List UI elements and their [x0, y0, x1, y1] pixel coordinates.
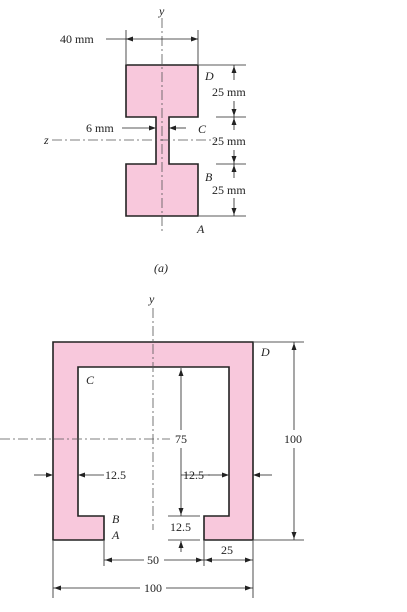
arrow-a-3 — [231, 118, 237, 125]
web-a-arrow-left — [149, 125, 156, 131]
point-a-A: A — [196, 222, 205, 236]
point-b-B: B — [112, 512, 120, 526]
arrow-a-5 — [231, 165, 237, 172]
arrow-12-5-left-a — [46, 472, 53, 478]
z-axis-a-label: z — [43, 133, 49, 147]
arrow-100h-up — [291, 343, 297, 350]
figure-a: y z 40 mm 6 mm D C B A 25 mm — [43, 4, 246, 275]
point-b-A: A — [111, 528, 120, 542]
arrow-50-left — [105, 557, 112, 563]
arrow-a-1 — [231, 66, 237, 73]
width-a-arrow-left — [126, 36, 133, 42]
arrow-75-up — [178, 369, 184, 376]
arrow-25-left — [205, 557, 212, 563]
figure-b: y D C B A 75 100 12.5 12.5 — [0, 292, 304, 598]
dim-100h-label: 100 — [284, 432, 302, 446]
dim-75-label: 75 — [175, 432, 187, 446]
arrow-a-6 — [231, 208, 237, 215]
arrow-12-5-left-b — [78, 472, 85, 478]
arrow-100w-right — [245, 585, 252, 591]
section-b-shape — [52, 341, 254, 541]
point-b-D: D — [260, 345, 270, 359]
arrow-12-5-right-b — [253, 472, 260, 478]
point-b-C: C — [86, 373, 95, 387]
dim-12-5-inner-label: 12.5 — [183, 468, 204, 482]
y-axis-b-label: y — [148, 292, 155, 306]
point-a-D: D — [204, 69, 214, 83]
arrow-lip-up — [178, 541, 184, 548]
arrow-a-2 — [231, 109, 237, 116]
arrow-50-right — [196, 557, 203, 563]
dim-25-label: 25 — [221, 543, 233, 557]
dim-12-5-bottom-label: 12.5 — [170, 520, 191, 534]
dim-50-label: 50 — [147, 553, 159, 567]
seg3-a-label: 25 mm — [212, 183, 246, 197]
arrow-75-down — [178, 508, 184, 515]
web-a-label: 6 mm — [86, 121, 114, 135]
arrow-12-5-inner-a — [222, 472, 229, 478]
arrow-100w-left — [54, 585, 61, 591]
y-axis-a-label: y — [158, 4, 165, 18]
dim-12-5-left-label: 12.5 — [105, 468, 126, 482]
web-a-arrow-right — [169, 125, 176, 131]
arrow-a-4 — [231, 156, 237, 163]
seg2-a-label: 25 mm — [212, 134, 246, 148]
arrow-25-right — [245, 557, 252, 563]
dim-100w-label: 100 — [144, 581, 162, 595]
caption-a: (a) — [154, 261, 168, 275]
width-a-arrow-right — [191, 36, 198, 42]
point-a-C: C — [198, 122, 207, 136]
point-a-B: B — [205, 170, 213, 184]
seg1-a-label: 25 mm — [212, 85, 246, 99]
arrow-100h-down — [291, 532, 297, 539]
width-a-label: 40 mm — [60, 32, 94, 46]
